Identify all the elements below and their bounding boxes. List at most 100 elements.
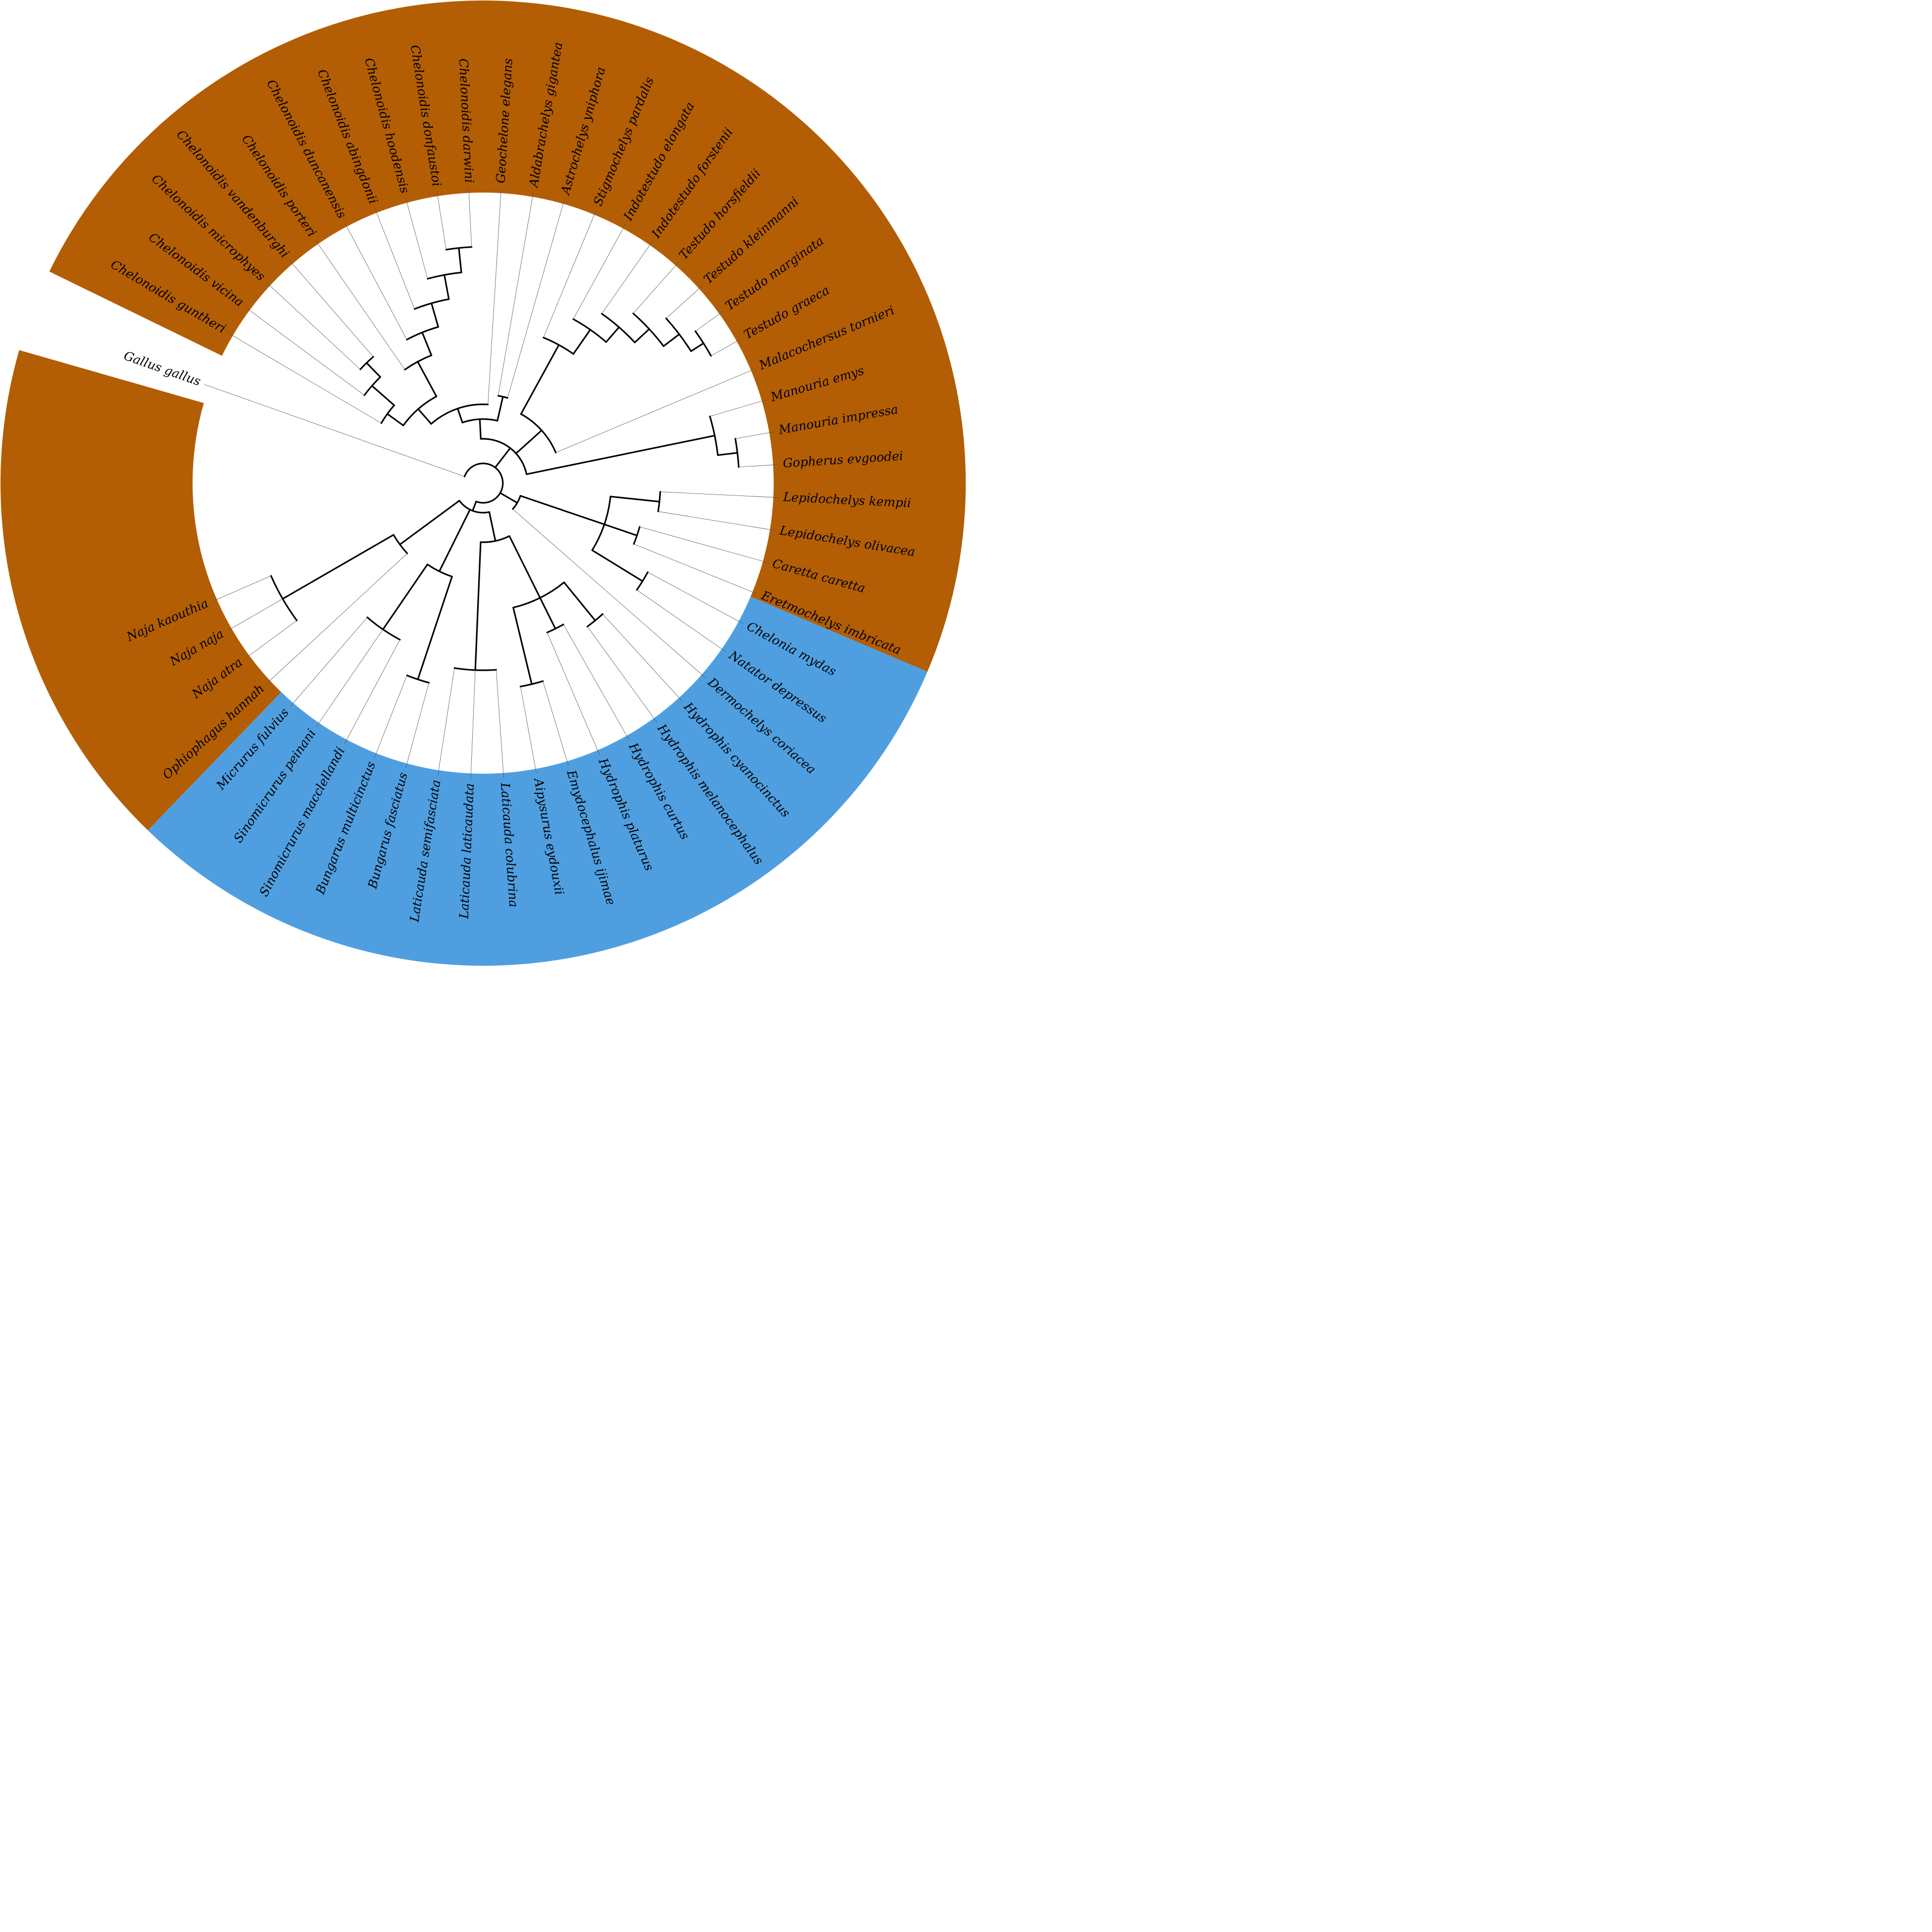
branch-stem <box>508 535 541 599</box>
branch-arc <box>426 271 462 280</box>
branch-arc <box>463 462 504 504</box>
branch-stem <box>494 447 511 468</box>
branch-arc <box>414 298 450 310</box>
branch-arc <box>430 403 489 425</box>
branch-arc <box>636 571 649 591</box>
leaf-leader-line <box>695 311 724 331</box>
leaf-leader-line <box>520 687 537 774</box>
tree-branches <box>204 188 779 779</box>
branch-stem <box>479 418 482 440</box>
branch-stem <box>386 413 404 426</box>
leaf-leader-line <box>710 399 767 417</box>
branch-arc <box>665 317 692 352</box>
branch-arc <box>363 376 381 396</box>
branch-stem <box>634 328 650 343</box>
branch-arc <box>709 415 719 456</box>
branch-stem <box>438 509 471 572</box>
branch-arc <box>454 667 497 671</box>
branch-stem <box>515 429 543 455</box>
leaf-leader-line <box>512 509 706 678</box>
branch-arc <box>402 395 437 426</box>
branch-stem <box>421 331 432 357</box>
leaf-leader-line <box>648 572 743 624</box>
branch-arc <box>480 438 527 475</box>
branch-stem <box>690 342 705 352</box>
leaf-leader-line <box>344 222 407 340</box>
leaf-leader-line <box>374 675 407 758</box>
leaf-leader-line <box>266 553 408 684</box>
leaf-leader-line <box>290 617 368 707</box>
leaf-leader-line <box>543 681 569 766</box>
leaf-leader-line <box>245 620 297 659</box>
branch-stem <box>572 328 591 355</box>
marine-band <box>148 596 928 966</box>
leaf-leader-line <box>543 210 596 338</box>
branch-arc <box>393 534 408 555</box>
leaf-leader-line <box>316 629 383 727</box>
leaf-leader-line <box>573 224 626 320</box>
branch-arc <box>520 413 557 454</box>
leaf-leader-line <box>660 491 779 498</box>
leaf-leader-line <box>563 624 629 740</box>
branch-stem <box>539 597 557 630</box>
branch-stem <box>717 452 738 456</box>
leaf-leader-line <box>547 632 600 755</box>
branch-arc <box>694 330 712 357</box>
leaf-leader-line <box>633 262 679 314</box>
leaf-leader-line <box>488 188 502 405</box>
branch-arc <box>512 495 522 510</box>
branch-stem <box>591 549 644 582</box>
branch-stem <box>365 362 381 378</box>
branch-arc <box>497 395 509 399</box>
branch-arc <box>461 418 498 424</box>
leaf-leader-line <box>639 526 768 563</box>
branch-stem <box>443 274 450 300</box>
branch-arc <box>406 674 430 684</box>
leaf-leader-line <box>470 670 476 779</box>
leaf-leader-line <box>468 188 472 247</box>
leaf-leader-line <box>204 384 465 477</box>
leaf-leader-line <box>315 239 405 370</box>
branch-arc <box>406 326 439 341</box>
leaf-leader-line <box>266 282 360 370</box>
branch-arc <box>404 354 432 371</box>
branch-arc <box>270 575 298 622</box>
branch-stem <box>430 302 439 328</box>
leaf-leader-line <box>437 668 455 775</box>
branch-stem <box>417 360 437 397</box>
branch-stem <box>512 607 533 685</box>
branch-stem <box>474 541 482 671</box>
branch-stem <box>282 534 394 600</box>
leaf-leader-line <box>245 307 365 395</box>
leaf-leader-line <box>587 626 657 722</box>
leaf-leader-line <box>711 338 741 356</box>
terrestrial-turtles-band <box>49 0 966 672</box>
branch-stem <box>499 492 518 504</box>
branch-stem <box>472 500 477 512</box>
branch-arc <box>601 313 636 343</box>
leaf-leader-line <box>289 260 374 357</box>
branch-arc <box>633 526 641 545</box>
branch-stem <box>609 495 660 503</box>
leaf-leader-line <box>227 598 283 631</box>
branch-arc <box>458 500 491 514</box>
branch-stem <box>496 395 504 422</box>
terrestrial-snakes-band <box>0 350 282 830</box>
leaf-leader-line <box>601 241 653 314</box>
leaf-leader-line <box>344 639 400 744</box>
leaf-leader-line <box>498 192 534 396</box>
leaf-leader-line <box>735 431 774 439</box>
branch-arc <box>542 336 574 355</box>
leaf-leader-line <box>658 511 775 531</box>
leaf-leader-line <box>633 544 757 594</box>
branch-stem <box>399 500 460 546</box>
leaf-leader-line <box>666 285 703 319</box>
branch-stem <box>371 385 395 406</box>
branch-arc <box>480 535 510 543</box>
branch-stem <box>525 434 716 475</box>
leaf-leader-line <box>405 683 429 769</box>
leaf-leader-line <box>602 614 683 702</box>
branch-arc <box>632 312 664 347</box>
branch-stem <box>520 495 605 525</box>
